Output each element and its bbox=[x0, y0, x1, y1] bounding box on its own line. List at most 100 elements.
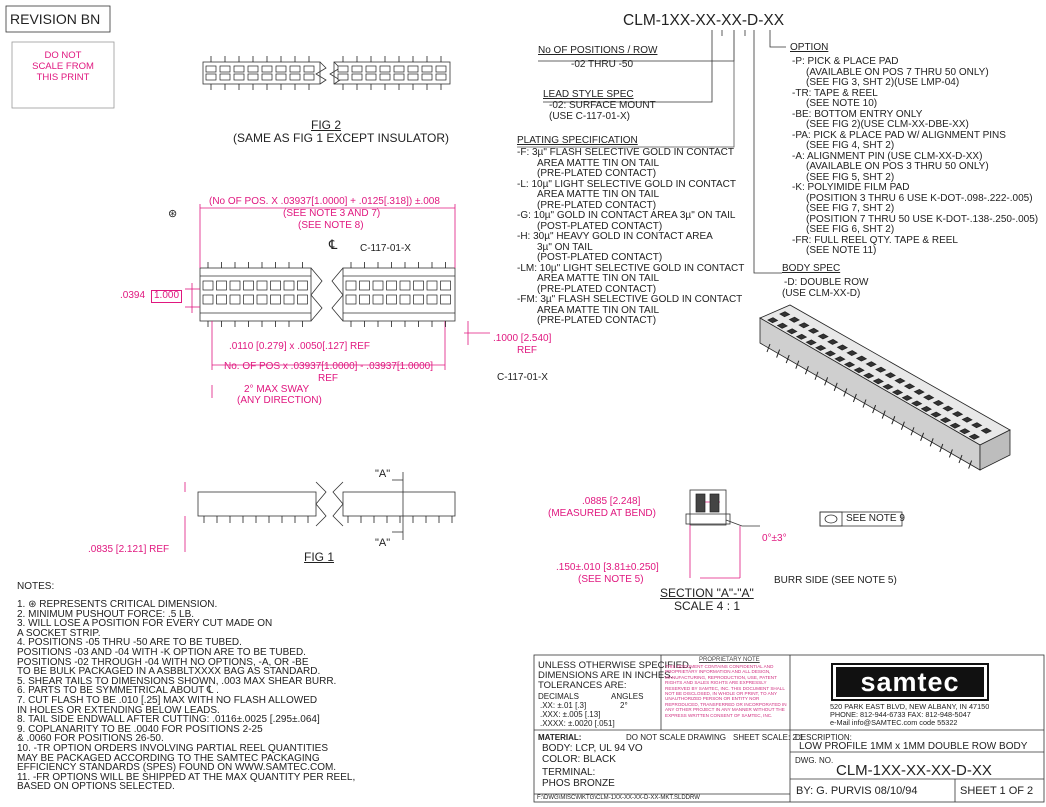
iso-lead bbox=[795, 360, 800, 369]
option-line: (AVAILABLE ON POS 7 THRU 50 ONLY) bbox=[806, 66, 989, 78]
iso-lead bbox=[814, 371, 819, 380]
samtec-phone: PHONE: 812-944-6733 FAX: 812-948-5047 bbox=[830, 710, 971, 719]
section-title: SECTION "A"-"A" bbox=[660, 586, 754, 600]
iso-cell bbox=[824, 350, 836, 357]
option-line: (SEE FIG 5, SHT 2) bbox=[806, 171, 895, 183]
top-view-cell bbox=[216, 294, 227, 305]
section-mark-a-bottom: "A" bbox=[375, 537, 391, 549]
fig2-cell bbox=[205, 73, 217, 81]
note-line: 7. CUT FLASH TO BE .010 [.25] MAX WITH N… bbox=[17, 694, 318, 706]
dim-see-note-3-7: (SEE NOTE 3 AND 7) bbox=[283, 208, 381, 219]
material-line: COLOR: BLACK bbox=[542, 753, 616, 765]
iso-lead bbox=[804, 366, 809, 375]
iso-cell bbox=[980, 427, 992, 434]
proprietary-title: PROPRIETARY NOTE bbox=[699, 657, 760, 663]
tolerance-line: UNLESS OTHERWISE SPECIFIED, bbox=[538, 660, 692, 671]
note-line: 5. SHEAR TAILS TO DIMENSIONS SHOWN, .003… bbox=[17, 675, 337, 687]
fig2-cell bbox=[261, 73, 273, 81]
option-line: (AVAILABLE ON POS 3 THRU 50 ONLY) bbox=[806, 161, 989, 172]
option-line: (SEE FIG 7, SHT 2) bbox=[806, 203, 895, 214]
iso-cell bbox=[903, 383, 916, 390]
fig2-cell bbox=[435, 65, 447, 73]
top-view-cell bbox=[413, 280, 424, 291]
iso-cell bbox=[894, 377, 906, 384]
top-view-cell bbox=[270, 294, 281, 305]
iso-lead bbox=[939, 443, 944, 453]
iso-cell bbox=[968, 433, 980, 440]
section-scale: SCALE 4 : 1 bbox=[674, 599, 741, 613]
plating-line: (PRE-PLATED CONTACT) bbox=[537, 168, 657, 179]
sheet-scale: SHEET SCALE: 2:1 bbox=[733, 733, 804, 742]
plating-line: AREA MATTE TIN ON TAIL bbox=[537, 273, 660, 284]
iso-lead bbox=[920, 432, 925, 441]
option-line: -PA: PICK & PLACE PAD W/ ALIGNMENT PINS bbox=[792, 129, 1006, 141]
file-path: F:\DWG\MISC\MKTG\CLM-1XX-XX-XX-D-XX-MKT.… bbox=[537, 795, 700, 801]
fig2-cell bbox=[393, 65, 405, 73]
callout-c117-top: C-117-01-X bbox=[360, 243, 411, 254]
fig2-cell bbox=[275, 73, 287, 81]
section-mark-a-top: "A" bbox=[375, 468, 391, 480]
iso-lead bbox=[958, 454, 963, 464]
dim-0394: .0394 bbox=[120, 290, 146, 301]
see-note-9-label: SEE NOTE 9 bbox=[846, 513, 905, 524]
dim-1000-box: 1.000 bbox=[151, 290, 183, 303]
option-line: -P: PICK & PLACE PAD bbox=[792, 56, 899, 67]
iso-lead bbox=[766, 343, 771, 353]
note-line: 11. -FR OPTIONS WILL BE SHIPPED AT THE M… bbox=[17, 771, 356, 783]
fig2-cell bbox=[379, 65, 391, 73]
option-lines: -P: PICK & PLACE PAD(AVAILABLE ON POS 7 … bbox=[792, 56, 1038, 257]
fig2-cell bbox=[247, 65, 259, 73]
iso-cell bbox=[798, 322, 810, 329]
note-line: MAY BE PACKAGED ACCORDING TO THE SAMTEC … bbox=[17, 752, 320, 764]
fig2-cell bbox=[247, 73, 259, 81]
dim-angle: 0°±3° bbox=[762, 533, 787, 544]
centerline-icon: ℄ bbox=[329, 237, 338, 252]
dim-see-note-8: (SEE NOTE 8) bbox=[298, 220, 364, 231]
iso-cell bbox=[805, 339, 817, 346]
top-view-cell bbox=[413, 294, 424, 305]
dim-measured-at-bend: (MEASURED AT BEND) bbox=[548, 508, 656, 519]
plating-line: -L: 10µ" LIGHT SELECTIVE GOLD IN CONTACT bbox=[517, 178, 736, 190]
top-view-cell bbox=[202, 280, 214, 291]
dwg-no-value: CLM-1XX-XX-XX-D-XX bbox=[836, 762, 992, 779]
iso-lead bbox=[862, 399, 867, 408]
dim-pos-formula: (No OF POS. X .03937[1.0000] + .0125[.31… bbox=[209, 196, 440, 207]
plating-line: -H: 30µ" HEAVY GOLD IN CONTACT AREA bbox=[517, 231, 713, 242]
iso-cell bbox=[846, 350, 858, 357]
description-label: DESCRIPTION: bbox=[795, 733, 852, 742]
iso-cell bbox=[853, 367, 865, 374]
top-view-cell bbox=[372, 280, 384, 291]
option-line: -K: POLYIMIDE FILM PAD bbox=[792, 182, 910, 193]
burr-side-label: BURR SIDE (SEE NOTE 5) bbox=[774, 575, 897, 586]
top-view-cell bbox=[426, 280, 438, 291]
iso-cell bbox=[951, 411, 964, 418]
dim-sway-direction: (ANY DIRECTION) bbox=[237, 395, 322, 406]
iso-cell bbox=[901, 394, 913, 401]
option-title: OPTION bbox=[790, 42, 829, 53]
top-view-cell bbox=[359, 280, 370, 291]
dim-see-note-5: (SEE NOTE 5) bbox=[578, 574, 644, 585]
iso-lead bbox=[881, 410, 886, 419]
plating-line: AREA MATTE TIN ON TAIL bbox=[537, 157, 660, 169]
plating-line: (PRE-PLATED CONTACT) bbox=[537, 283, 657, 295]
dim-1000-2540: .1000 [2.540] bbox=[493, 333, 552, 344]
tolerance-header: UNLESS OTHERWISE SPECIFIED, DIMENSIONS A… bbox=[538, 661, 691, 691]
iso-lead bbox=[785, 354, 790, 364]
positions-value: -02 THRU -50 bbox=[571, 59, 634, 70]
notes-list: 1. ⊛ REPRESENTS CRITICAL DIMENSION.2. MI… bbox=[17, 600, 355, 792]
dim-0835: .0835 [2.121] REF bbox=[88, 544, 170, 555]
top-view-cell bbox=[440, 294, 451, 305]
plating-line: AREA MATTE TIN ON TAIL bbox=[537, 304, 660, 316]
plating-line: -G: 10µ" GOLD IN CONTACT AREA 3µ" ON TAI… bbox=[517, 210, 736, 221]
iso-cell bbox=[788, 316, 800, 323]
iso-lead bbox=[824, 377, 829, 386]
iso-cell bbox=[855, 355, 868, 362]
plating-line: -LM: 10µ" LIGHT SELECTIVE GOLD IN CONTAC… bbox=[517, 262, 745, 274]
fig2-cell bbox=[365, 73, 377, 81]
top-view-cell bbox=[256, 294, 268, 305]
iso-cell bbox=[795, 333, 808, 340]
option-line: (SEE FIG 3, SHT 2)(USE LMP-04) bbox=[806, 77, 960, 88]
note-line: POSITIONS -03 AND -04 WITH -K OPTION ARE… bbox=[17, 646, 306, 658]
lead-style-title: LEAD STYLE SPEC bbox=[543, 89, 634, 100]
fig2-cell bbox=[275, 65, 287, 73]
